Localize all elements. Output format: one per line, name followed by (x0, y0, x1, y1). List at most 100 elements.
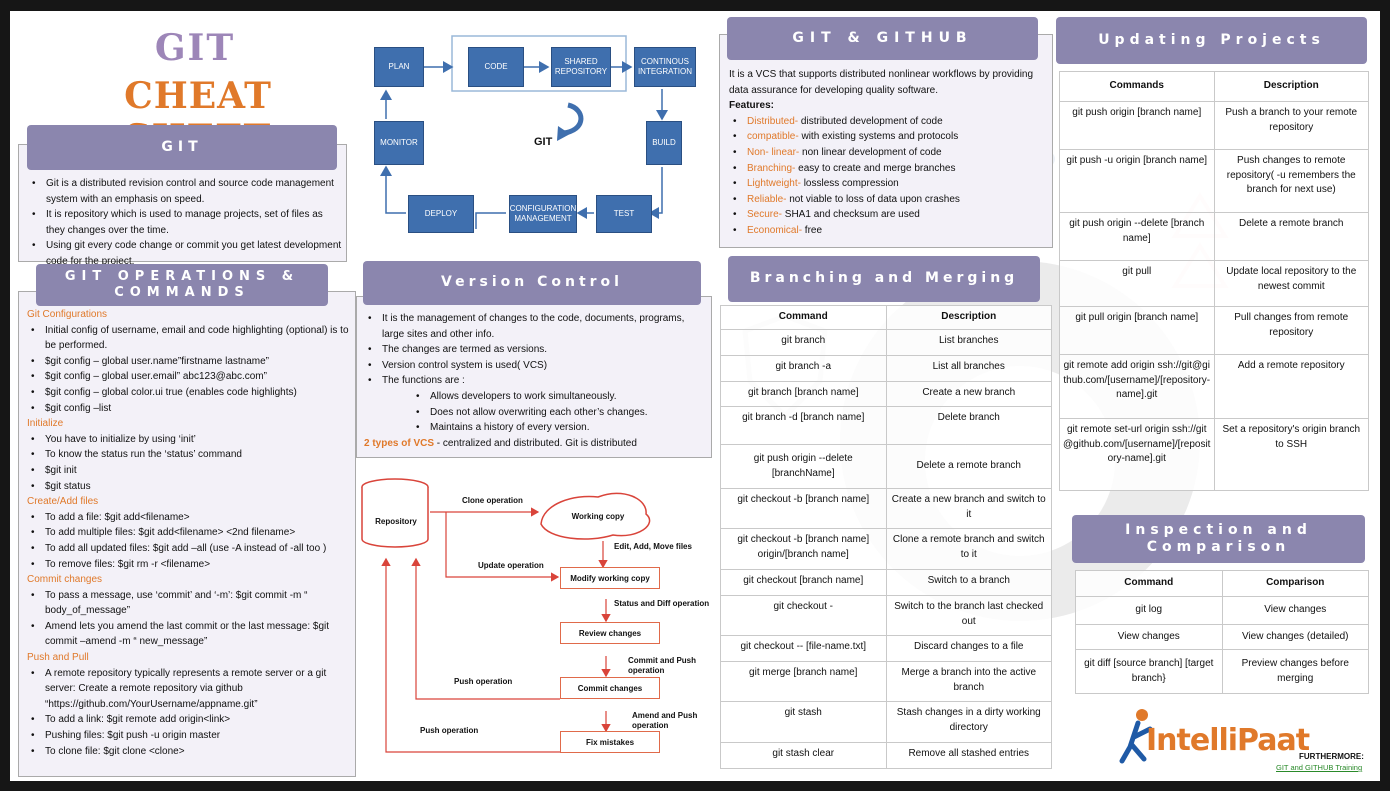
operations-heading: GIT OPERATIONS & COMMANDS (36, 264, 328, 306)
table-header: Command (720, 305, 887, 330)
plan-box: PLAN (374, 47, 424, 87)
list-item: To add all updated files: $git add –all … (27, 541, 353, 557)
features-label: Features: (729, 100, 775, 112)
push-operation-label-2: Push operation (420, 726, 479, 735)
clone-operation-label: Clone operation (462, 496, 523, 505)
feature-item: Distributed- distributed development of … (729, 114, 1049, 130)
shared-repository-box: SHARED REPOSITORY (551, 47, 611, 87)
list-item: To remove files: $git rm -r <filename> (27, 557, 353, 573)
push-pull-subheading: Push and Pull (27, 652, 89, 664)
repository-flow-diagram: Repository Working copy Modify working c… (358, 469, 710, 759)
title-git: GIT (154, 27, 236, 69)
table-row: git push origin --delete [branchName]Del… (720, 444, 1052, 489)
inspection-heading: Inspection and Comparison (1072, 515, 1365, 563)
configuration-management-box: CONFIGURATION MANAGEMENT (509, 195, 577, 233)
version-control-heading: Version Control (363, 261, 701, 305)
deploy-box: DEPLOY (408, 195, 474, 233)
table-row: git push origin --delete [branch name]De… (1059, 212, 1369, 261)
repository-flow-arrows (361, 478, 651, 753)
version-control-content: It is the management of changes to the c… (364, 311, 708, 451)
push-operation-label: Push operation (454, 677, 513, 686)
list-item: Git is a distributed revision control an… (28, 176, 344, 207)
intellipaat-figure-icon (1119, 709, 1153, 764)
list-item: It is repository which is used to manage… (28, 207, 344, 238)
modify-working-copy-node: Modify working copy (560, 567, 660, 589)
table-header: Description (1213, 71, 1369, 102)
branching-heading: Branching and Merging (728, 256, 1040, 302)
initialize-subheading: Initialize (27, 418, 64, 430)
feature-item: Branching- easy to create and merge bran… (729, 161, 1049, 177)
feature-item: Lightweight- lossless compression (729, 176, 1049, 192)
table-header: Description (885, 305, 1052, 330)
list-item: Pushing files: $git push -u origin maste… (27, 728, 353, 744)
table-row: git checkout -b [branch name]Create a ne… (720, 488, 1052, 529)
commit-changes-node: Commit changes (560, 677, 660, 699)
working-copy-node: Working copy (571, 512, 625, 521)
git-github-training-link[interactable]: GIT and GITHUB Training (1276, 763, 1363, 772)
amend-push-label: Amend and Push operation (632, 711, 698, 730)
git-intro-list: Git is a distributed revision control an… (28, 176, 344, 270)
monitor-box: MONITOR (374, 121, 424, 165)
list-item: To add a file: $git add<filename> (27, 510, 353, 526)
table-row: git checkout [branch name]Switch to a br… (720, 569, 1052, 596)
list-item: Initial config of username, email and co… (27, 323, 353, 354)
vcs-types-text: - centralized and distributed. Git is di… (434, 437, 637, 449)
list-item: A remote repository typically represents… (27, 666, 353, 713)
git-section-heading: GIT (27, 125, 337, 170)
list-item: To clone file: $git clone <clone> (27, 744, 353, 760)
repository-node: Repository (375, 517, 417, 526)
git-center-label: GIT (534, 136, 553, 148)
list-item: To know the status run the ‘status’ comm… (27, 447, 353, 463)
create-add-subheading: Create/Add files (27, 496, 99, 508)
list-item: To add multiple files: $git add<filename… (27, 525, 353, 541)
feature-item: Reliable- not viable to loss of data upo… (729, 192, 1049, 208)
table-row: git pull origin [branch name]Pull change… (1059, 306, 1369, 355)
table-header: Command (1075, 570, 1223, 597)
table-row: git checkout -b [branch name] origin/[br… (720, 528, 1052, 570)
test-box: TEST (596, 195, 652, 233)
list-item: $git config –list (27, 401, 353, 417)
list-item: To add a link: $git remote add origin<li… (27, 712, 353, 728)
list-item: You have to initialize by using ‘init’ (27, 432, 353, 448)
list-item: The changes are termed as versions. (364, 342, 708, 358)
list-item: The functions are : (364, 373, 708, 389)
list-item: Maintains a history of every version. (412, 420, 708, 436)
list-item: Using git every code change or commit yo… (28, 238, 344, 269)
list-item: Amend lets you amend the last commit or … (27, 619, 353, 650)
feature-item: compatible- with existing systems and pr… (729, 129, 1049, 145)
intellipaat-logo: IntelliPaat (1146, 723, 1310, 758)
commit-subheading: Commit changes (27, 574, 103, 586)
operations-content: Git Configurations Initial config of use… (27, 307, 353, 759)
table-row: git push origin [branch name]Push a bran… (1059, 101, 1369, 150)
code-box: CODE (468, 47, 524, 87)
furthermore-label: FURTHERMORE: (1299, 752, 1364, 761)
git-github-heading: GIT & GITHUB (727, 17, 1038, 60)
table-row: git diff [source branch] [target branch}… (1075, 649, 1369, 694)
devops-flow-diagram: PLAN CODE SHARED REPOSITORY CONTINOUS IN… (358, 33, 710, 248)
table-row: git push -u origin [branch name]Push cha… (1059, 149, 1369, 213)
build-box: BUILD (646, 121, 682, 165)
vcs-types-line: 2 types of VCS - centralized and distrib… (364, 436, 708, 451)
list-item: It is the management of changes to the c… (364, 311, 708, 342)
list-item: $git status (27, 479, 353, 495)
continuous-integration-box: CONTINOUS INTEGRATION (634, 47, 696, 87)
table-row: git branch [branch name]Create a new bra… (720, 381, 1052, 407)
list-item: Allows developers to work simultaneously… (412, 389, 708, 405)
status-diff-label: Status and Diff operation (614, 599, 710, 608)
table-row: git checkout -- [file-name.txt]Discard c… (720, 635, 1052, 662)
git-github-content: It is a VCS that supports distributed no… (729, 67, 1049, 239)
feature-item: Non- linear- non linear development of c… (729, 145, 1049, 161)
list-item: $git config – global user.email” abc123@… (27, 369, 353, 385)
list-item: $git config – global user.name”firstname… (27, 354, 353, 370)
